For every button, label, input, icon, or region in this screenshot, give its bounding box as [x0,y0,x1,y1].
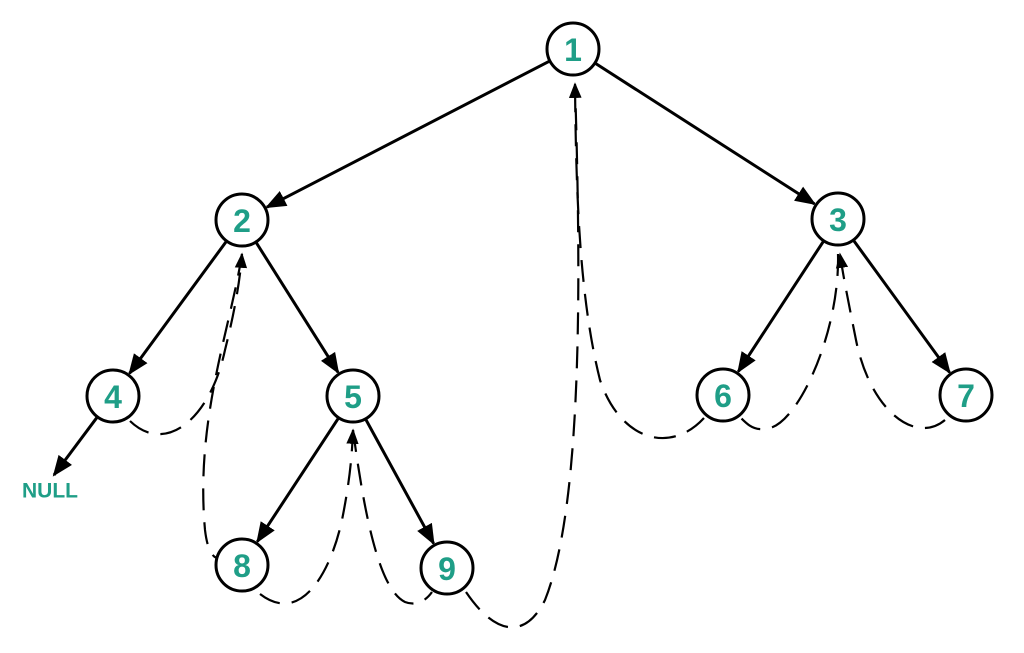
thread-n9-to-n1 [465,82,582,629]
tree-node-5: 5 [325,368,381,424]
thread-n4-to-n2 [129,252,248,436]
thread-links [129,82,946,629]
node-label: 2 [233,203,251,239]
tree-node-1: 1 [545,21,601,77]
edge-n5-to-n9 [364,418,435,546]
node-label: 7 [957,378,975,414]
edge-n3-to-n7 [852,239,951,375]
node-label: 3 [829,202,847,238]
tree-node-9: 9 [419,540,475,596]
node-circle [214,537,270,593]
node-circle [85,368,141,424]
tree-node-7: 7 [938,367,994,423]
thread-n6-to-n3 [568,82,705,440]
tree-edges [52,59,951,546]
edge-n4-to-null [52,415,99,477]
edge-n1-to-n2 [265,59,551,209]
edge-n1-to-n3 [594,61,817,206]
tree-node-2: 2 [214,192,270,248]
node-circle [214,192,270,248]
thread-n6-to-n3-return [740,253,840,431]
tree-node-6: 6 [695,367,751,423]
node-circle [695,367,751,423]
node-label: 9 [438,551,456,587]
node-circle [325,368,381,424]
edge-n2-to-n5 [254,241,340,375]
node-label: 6 [714,378,732,414]
thread-n4-to-n2-return [202,253,244,560]
node-label: 4 [104,379,122,415]
node-label: 5 [344,379,362,415]
edge-n5-to-n8 [256,416,340,544]
tree-node-3: 3 [810,191,866,247]
tree-node-8: 8 [214,537,270,593]
thread-n7-to-n3 [835,252,946,430]
tree-node-4: 4 [85,368,141,424]
node-circle [810,191,866,247]
edge-n3-to-n6 [737,239,826,374]
edge-n2-to-n4 [128,240,228,376]
node-label: 1 [564,32,582,68]
node-circle [419,540,475,596]
node-label: 8 [233,548,251,584]
tree-nodes: 1 2 3 4 5 6 7 8 9 NULL [22,21,994,596]
null-label: NULL [22,480,78,503]
node-circle [545,21,601,77]
node-circle [938,367,994,423]
